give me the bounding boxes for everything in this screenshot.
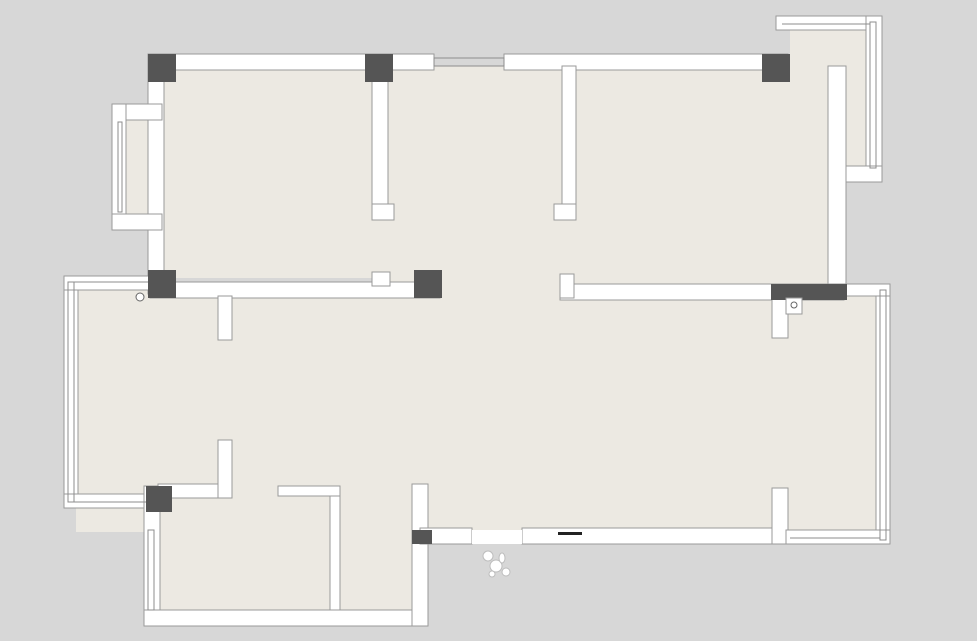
fixture-left-drain <box>135 292 145 302</box>
window-balcony-left <box>117 121 123 213</box>
window-balcony-tr <box>869 21 877 169</box>
floor-center-corridor <box>376 66 572 290</box>
column-top-left <box>148 54 176 82</box>
fixture-right <box>785 297 803 315</box>
wall-partition-a <box>371 79 389 221</box>
floor-bathroom <box>158 490 332 610</box>
wall-partition-b <box>561 65 577 221</box>
column-bottom-center <box>412 530 432 544</box>
floor-bedroom-right <box>572 66 832 286</box>
wall-bottom-right-stub <box>771 487 789 545</box>
wall-kitchen-right <box>411 483 429 627</box>
footprints-icon <box>482 550 511 578</box>
wall-living-left-outer <box>63 275 79 509</box>
window-living-right <box>879 289 887 541</box>
wall-bedroom-left-notch <box>371 271 391 287</box>
wall-bedroom-left-bottom <box>149 281 441 299</box>
floor-kitchen <box>338 490 420 610</box>
wall-partition-a-foot <box>371 203 395 221</box>
column-mid-center <box>414 270 442 298</box>
columns <box>146 54 847 544</box>
wall-bath-stub <box>217 439 233 499</box>
fixture-right-drain <box>790 301 798 309</box>
wall-left-upper <box>147 53 165 295</box>
floor-bedroom-left <box>164 66 376 278</box>
wall-top-right <box>503 53 789 71</box>
window-top-center <box>433 57 505 67</box>
column-mid-right <box>771 284 847 300</box>
column-bottom-left <box>146 486 172 512</box>
wall-bottom-right-end <box>785 529 891 545</box>
floor-areas <box>76 28 880 610</box>
wall-balcony-tr-right <box>865 15 883 183</box>
wall-living-top-left-outer <box>63 275 155 291</box>
wall-bedroom-right-notch <box>559 273 575 299</box>
wall-kitchen-top <box>277 485 341 497</box>
windows <box>67 21 887 611</box>
column-top-right <box>762 54 790 82</box>
window-bathroom <box>147 529 155 611</box>
wall-bath-divider <box>329 485 341 611</box>
wall-balcony-left-bottom <box>111 213 163 231</box>
wall-right-upper <box>827 65 847 289</box>
wall-balcony-left-side <box>111 103 127 231</box>
column-mid-left <box>148 270 176 298</box>
wall-stub-living <box>217 295 233 341</box>
wall-bath-bottom <box>143 609 429 627</box>
wall-living-right-outer <box>875 283 891 545</box>
floor-entry-lower <box>420 500 780 532</box>
wall-bottom-right <box>521 527 789 545</box>
column-top-mid <box>365 54 393 82</box>
wall-partition-b-foot <box>553 203 577 221</box>
entry-doorway <box>472 530 522 544</box>
door-sill <box>558 532 582 535</box>
